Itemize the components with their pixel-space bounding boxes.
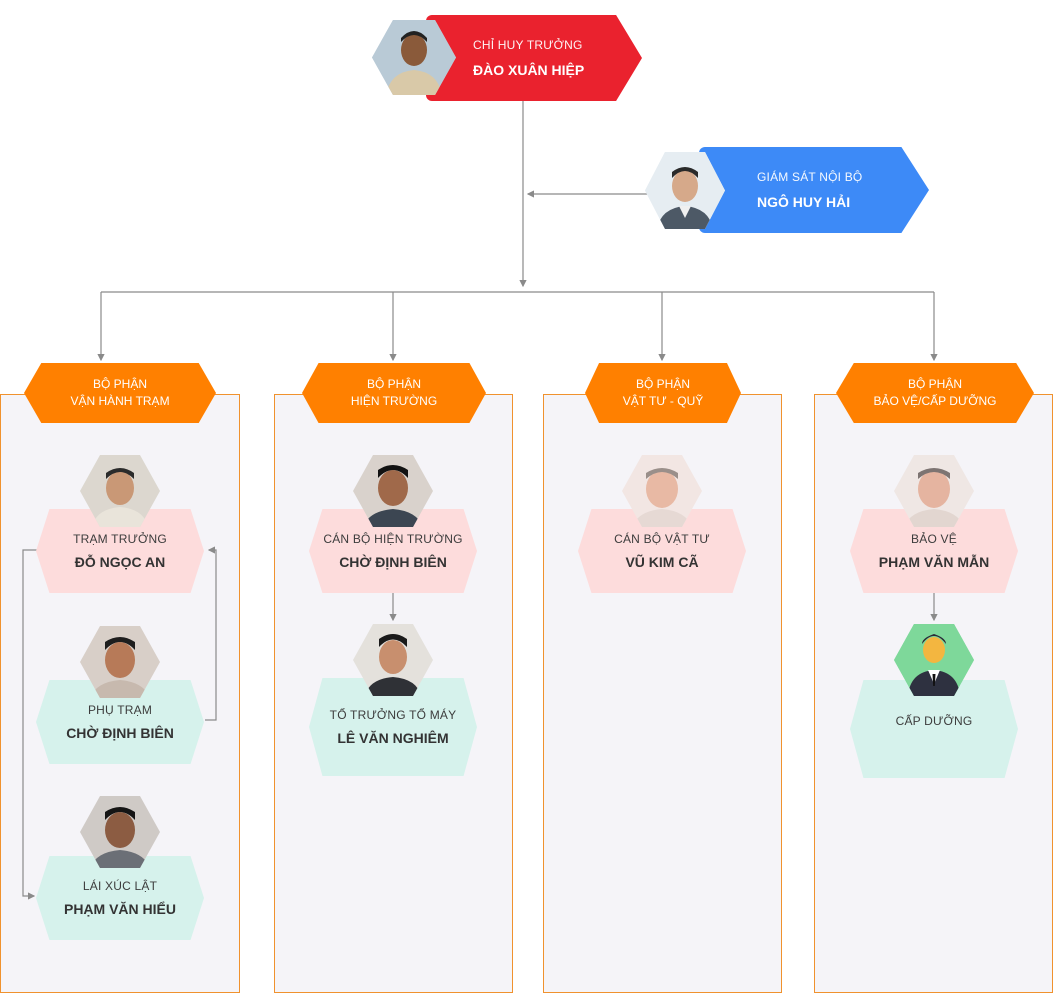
dept-title-line1: BỘ PHẬN bbox=[366, 377, 421, 391]
member-name: CHỜ ĐỊNH BIÊN bbox=[66, 725, 174, 741]
member-name: CHỜ ĐỊNH BIÊN bbox=[339, 554, 447, 570]
chief-node[interactable]: CHỈ HUY TRƯỞNG ĐÀO XUÂN HIỆP bbox=[372, 15, 642, 101]
member-name: LÊ VĂN NGHIÊM bbox=[337, 730, 449, 746]
member-photo-can-bo-hien-truong bbox=[353, 455, 433, 527]
member-name: ĐỖ NGỌC AN bbox=[74, 554, 166, 570]
dept-title-line2: HIỆN TRƯỜNG bbox=[350, 394, 438, 408]
member-photo-to-truong-to-may bbox=[353, 624, 433, 696]
dept-title-line1: BỘ PHẬN bbox=[907, 377, 962, 391]
dept-header-van-hanh-tram[interactable]: BỘ PHẬN VẬN HÀNH TRẠM bbox=[24, 363, 216, 423]
chief-name: ĐÀO XUÂN HIỆP bbox=[473, 62, 585, 78]
dept-header-vat-tu-quy[interactable]: BỘ PHẬN VẬT TƯ - QUỸ bbox=[585, 363, 741, 423]
link-tram-truong-to-lai-xuc bbox=[22, 549, 38, 900]
supervisor-name: NGÔ HUY HẢI bbox=[757, 194, 851, 210]
member-role: CẤP DƯỠNG bbox=[895, 714, 973, 728]
supervisor-node[interactable]: GIÁM SÁT NỘI BỘ NGÔ HUY HẢI bbox=[645, 147, 929, 233]
chief-photo bbox=[372, 20, 456, 95]
member-card-bao-ve[interactable]: BẢO VỆ PHẠM VĂN MẪN bbox=[850, 509, 1018, 593]
member-role: PHỤ TRẠM bbox=[87, 703, 153, 717]
member-name: PHẠM VĂN MẪN bbox=[878, 554, 990, 570]
supervisor-role: GIÁM SÁT NỘI BỘ bbox=[757, 170, 863, 184]
person-photo-icon bbox=[353, 455, 433, 527]
dept-header-bao-ve-cap-duong[interactable]: BỘ PHẬN BẢO VỆ/CẤP DƯỠNG bbox=[836, 363, 1034, 423]
dept-title-line2: VẬN HÀNH TRẠM bbox=[70, 394, 170, 408]
member-name: VŨ KIM CÃ bbox=[625, 554, 699, 570]
link-phu-tram-to-tram-truong bbox=[205, 546, 217, 721]
member-role: LÁI XÚC LẬT bbox=[82, 879, 158, 893]
member-card-to-truong-to-may[interactable]: TỔ TRƯỞNG TỔ MÁY LÊ VĂN NGHIÊM bbox=[309, 678, 477, 776]
chief-role: CHỈ HUY TRƯỞNG bbox=[473, 38, 583, 52]
dept-title-line2: VẬT TƯ - QUỸ bbox=[622, 394, 704, 408]
supervisor-banner bbox=[699, 147, 929, 233]
person-photo-icon bbox=[372, 20, 456, 95]
member-card-cap-duong[interactable]: CẤP DƯỠNG bbox=[850, 680, 1018, 778]
member-card-lai-xuc-lat[interactable]: LÁI XÚC LẬT PHẠM VĂN HIỂU bbox=[36, 856, 204, 940]
member-role: TỔ TRƯỞNG TỔ MÁY bbox=[329, 708, 457, 722]
member-role: BẢO VỆ bbox=[911, 532, 957, 546]
dept-title-line2: BẢO VỆ/CẤP DƯỠNG bbox=[873, 394, 997, 408]
dept-title-line1: BỘ PHẬN bbox=[92, 377, 147, 391]
member-role: CÁN BỘ VẬT TƯ bbox=[614, 532, 710, 546]
dept-title-line1: BỘ PHẬN bbox=[635, 377, 690, 391]
chief-banner bbox=[426, 15, 642, 101]
member-name: PHẠM VĂN HIỂU bbox=[63, 901, 176, 917]
member-role: CÁN BỘ HIỆN TRƯỜNG bbox=[323, 532, 463, 546]
member-role: TRẠM TRƯỞNG bbox=[73, 532, 167, 546]
person-photo-icon bbox=[353, 624, 433, 696]
dept-header-hien-truong[interactable]: BỘ PHẬN HIỆN TRƯỜNG bbox=[302, 363, 486, 423]
